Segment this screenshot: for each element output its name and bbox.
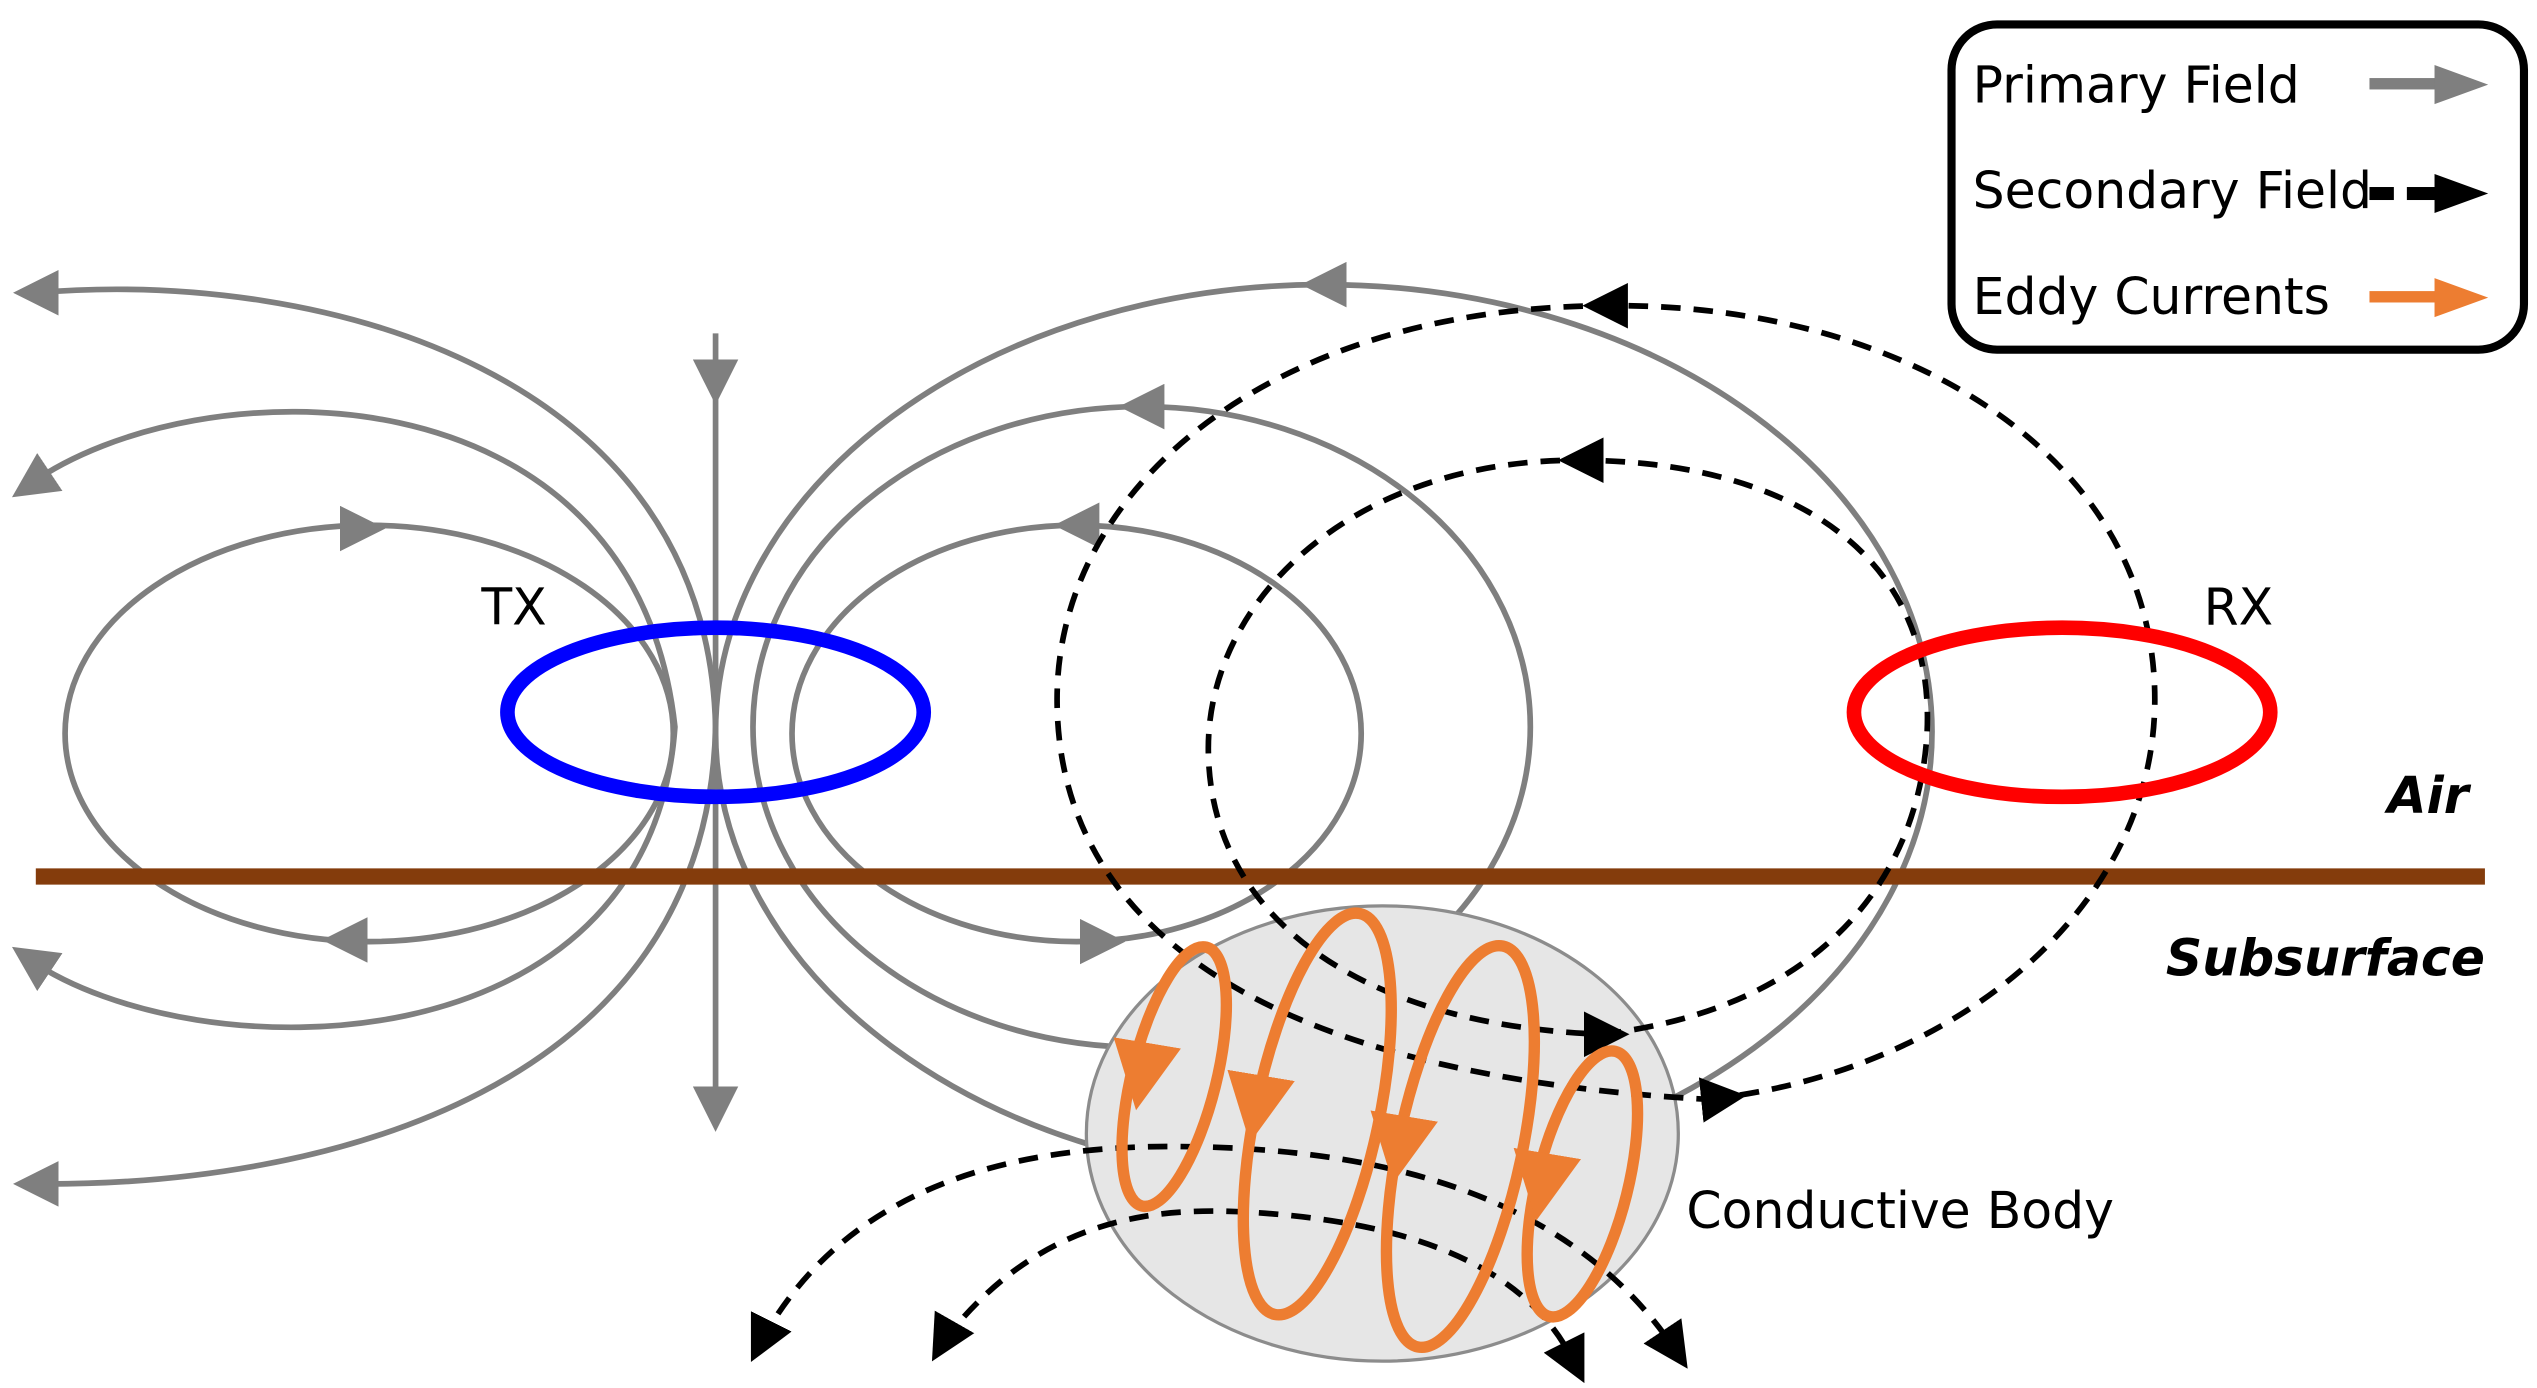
legend-secondary-arrow-icon [2369,174,2489,214]
legend-label-primary: Primary Field [1973,55,2300,114]
legend-label-eddy: Eddy Currents [1973,267,2330,326]
legend-eddy-arrow-icon [2369,278,2489,318]
conductive-body-label: Conductive Body [1686,1181,2114,1240]
primary-loop-left-middle [27,408,678,1031]
legend-label-secondary: Secondary Field [1973,161,2372,220]
subsurface-label: Subsurface [2166,929,2485,988]
rx-label: RX [2204,577,2274,636]
secondary-field-lines [750,282,2158,1384]
secondary-loop-outer [1054,302,2158,1103]
primary-loop-left-outer [32,286,719,1187]
air-label: Air [2384,766,2472,825]
eddy-currents [1113,907,1644,1354]
tx-label: TX [480,577,546,636]
rx-loop [1846,620,2278,805]
legend: Primary Field Secondary Field Eddy Curre… [1947,20,2529,354]
secondary-loop-bottom-outer [758,1143,1678,1352]
legend-primary-arrow-icon [2369,65,2489,105]
secondary-loop-bottom-inner [940,1208,1577,1365]
tx-loop [500,620,932,805]
